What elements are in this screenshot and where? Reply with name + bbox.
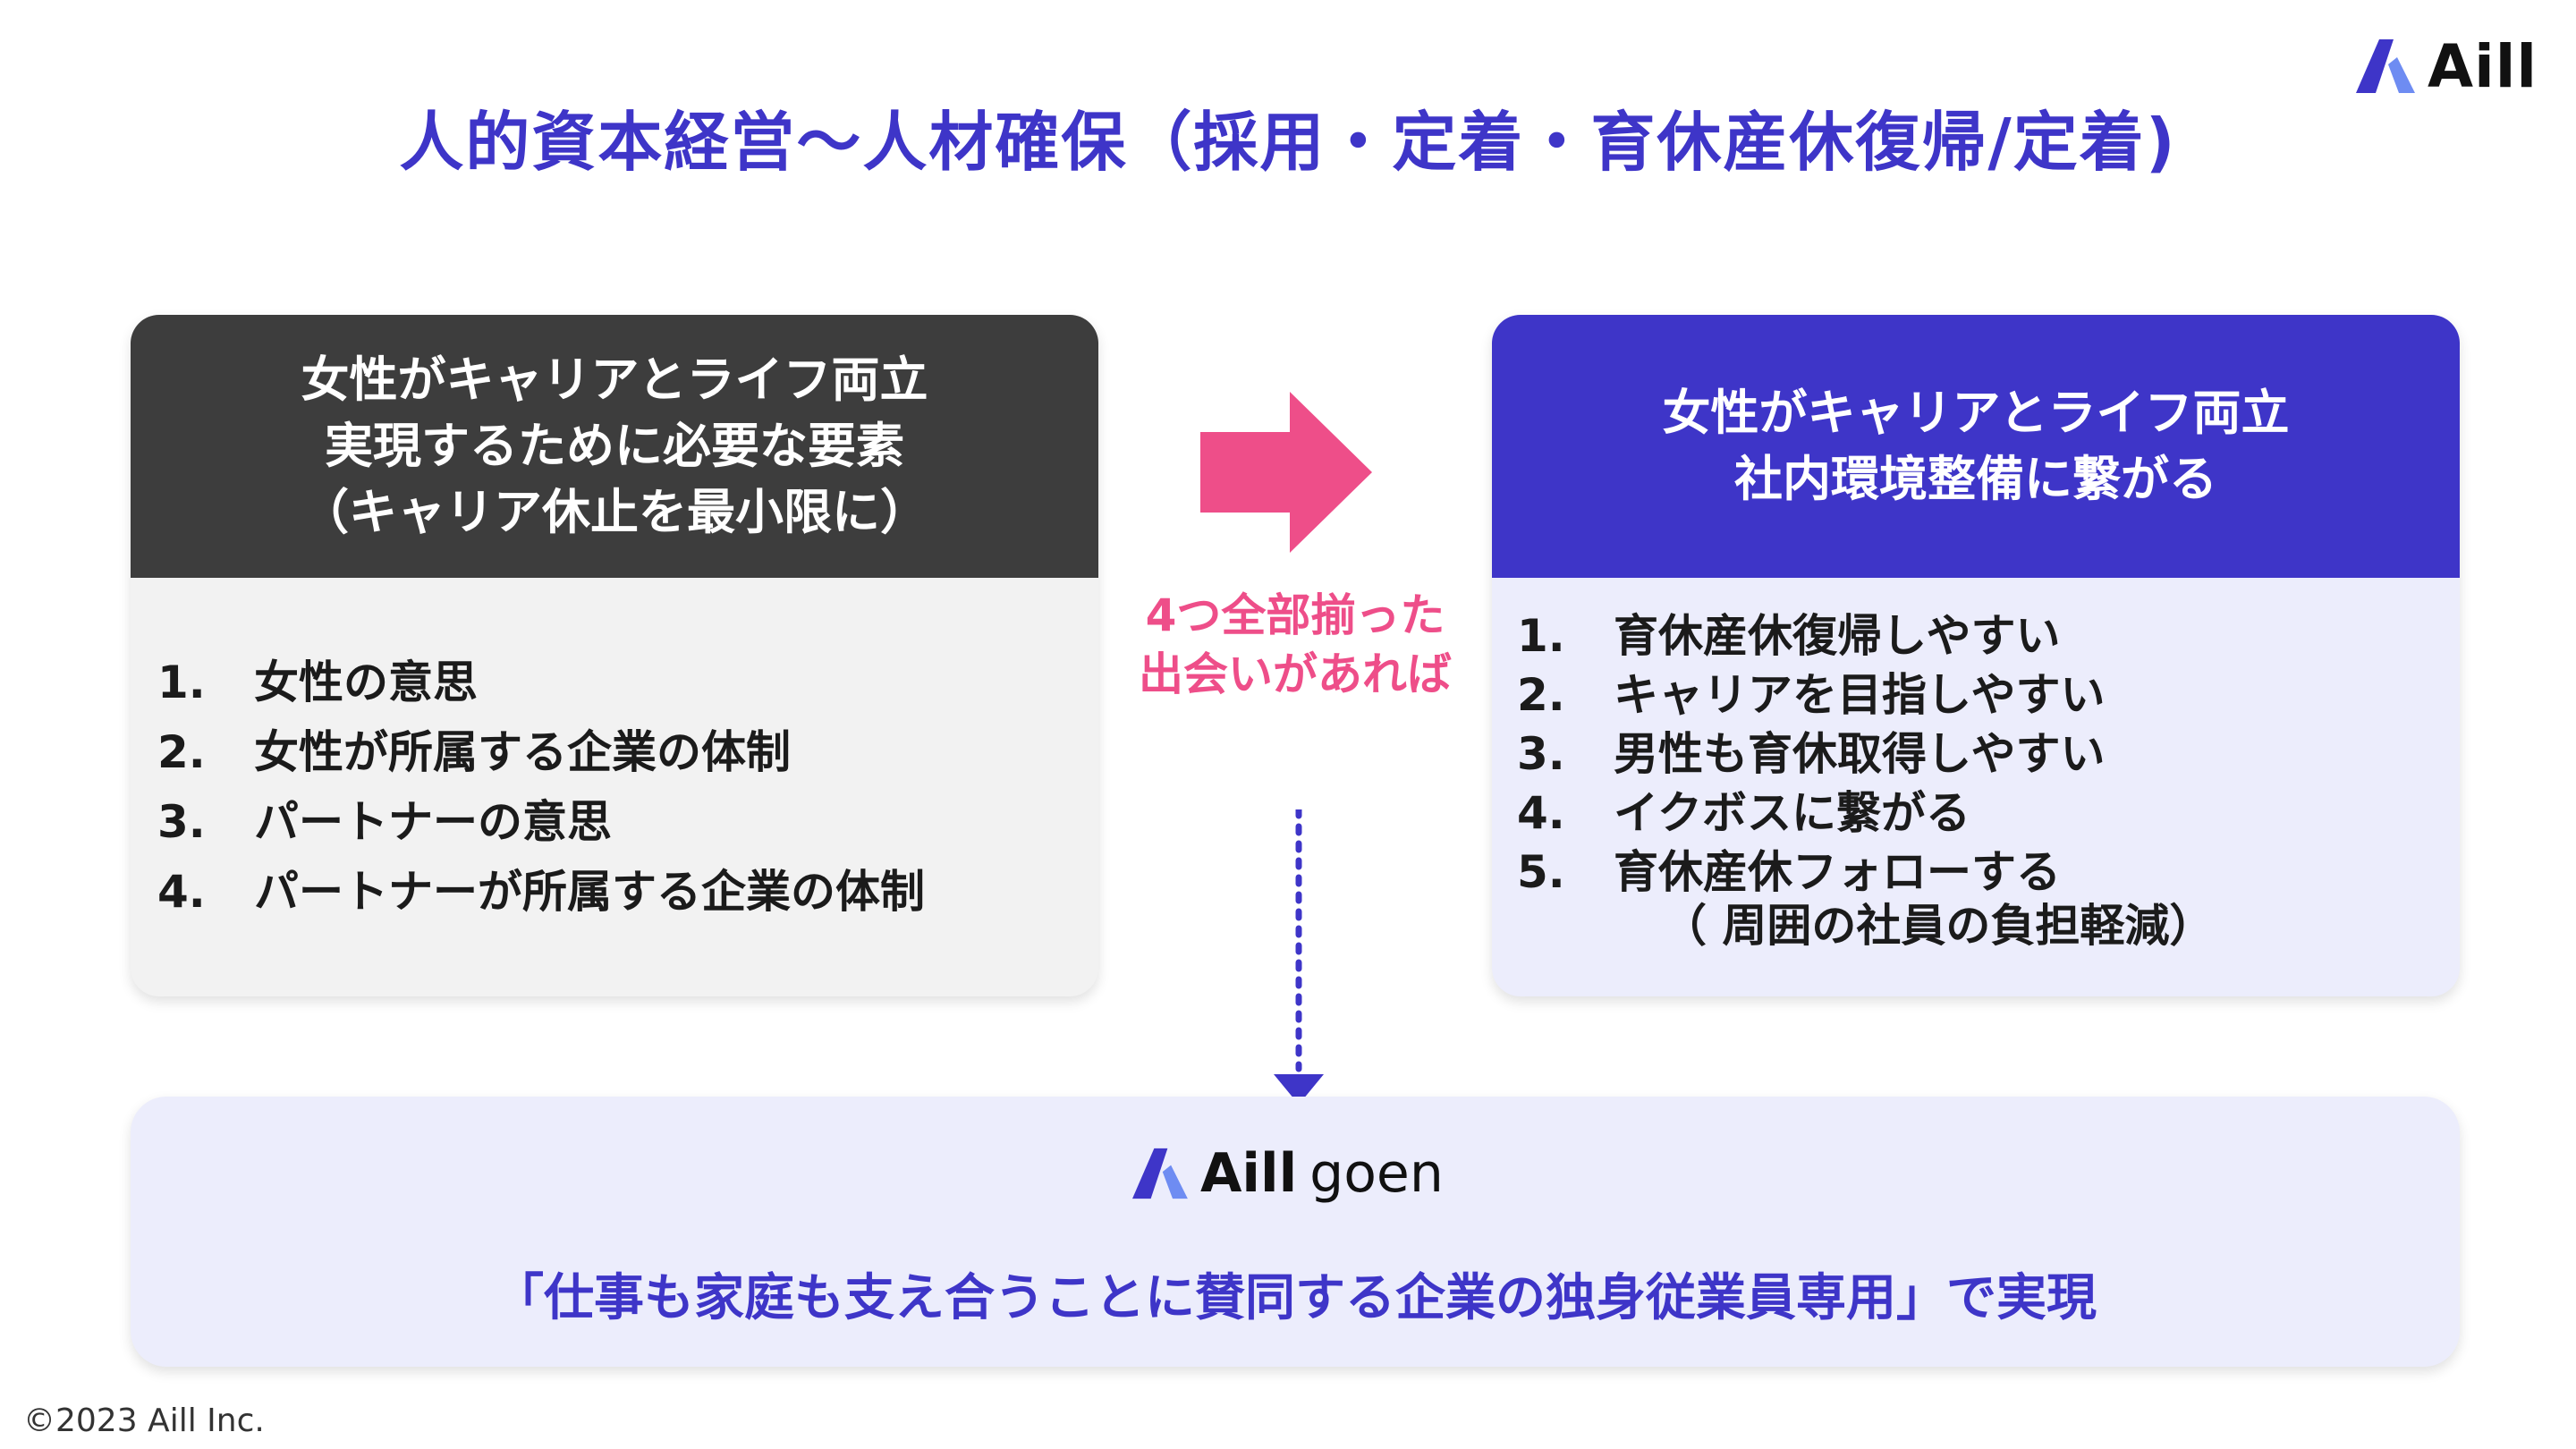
item-text: 女性が所属する企業の体制 [254, 726, 791, 778]
item-text: イクボスに繋がる [1614, 787, 1970, 839]
requirements-list: 1. 女性の意思 2. 女性が所属する企業の体制 3. パートナーの意思 4. パートナ… [157, 648, 925, 927]
list-note: （ 周囲の社員の負担軽減） [1662, 900, 2215, 952]
outcomes-card-header: 女性がキャリアとライフ両立 社内環境整備に繋がる [1492, 315, 2460, 578]
header-line: 女性がキャリアとライフ両立 [1662, 385, 2290, 441]
item-number: 3. [1517, 728, 1565, 780]
copyright: ©2023 Aill Inc. [23, 1402, 265, 1439]
header-line: 社内環境整備に繋がる [1734, 451, 2217, 507]
aill-logo-icon [1129, 1147, 1190, 1200]
item-number: 4. [157, 866, 206, 918]
item-text: 男性も育休取得しやすい [1614, 728, 2106, 780]
requirements-card-header: 女性がキャリアとライフ両立 実現するために必要な要素 （キャリア休止を最小限に） [131, 315, 1098, 578]
goen-logo-text: goen [1309, 1142, 1444, 1205]
item-text: 育休産休復帰しやすい [1614, 610, 2061, 662]
item-number: 5. [1517, 846, 1565, 898]
item-number: 3. [157, 796, 206, 848]
item-text: 女性の意思 [254, 657, 478, 708]
list-item: 5. 育休産休フォローする [1517, 843, 2106, 902]
item-text: パートナーが所属する企業の体制 [254, 866, 925, 918]
outcomes-card: 女性がキャリアとライフ両立 社内環境整備に繋がる 1. 育休産休復帰しやすい 2.… [1492, 315, 2460, 996]
caption-line: 4つ全部揃った [1145, 589, 1445, 641]
requirements-card: 女性がキャリアとライフ両立 実現するために必要な要素 （キャリア休止を最小限に）… [131, 315, 1098, 996]
header-line: 実現するために必要な要素 [325, 418, 904, 474]
list-item: 2. 女性が所属する企業の体制 [157, 717, 925, 787]
aill-logo-icon [2352, 38, 2417, 95]
item-number: 2. [157, 726, 206, 778]
header-line: （キャリア休止を最小限に） [301, 484, 928, 540]
aill-logo-text: Aill [2428, 31, 2538, 101]
aill-logo: Aill [2352, 31, 2558, 101]
list-item: 3. 男性も育休取得しやすい [1517, 724, 2106, 784]
list-item: 2. キャリアを目指しやすい [1517, 665, 2106, 724]
list-item: 1. 女性の意思 [157, 648, 925, 717]
item-number: 2. [1517, 669, 1565, 721]
item-number: 4. [1517, 787, 1565, 839]
list-item: 1. 育休産休復帰しやすい [1517, 606, 2106, 665]
dotted-down-arrow-icon [1274, 806, 1324, 1108]
aill-goen-logo: Aill goen [1129, 1138, 1444, 1209]
item-text: 育休産休フォローする [1614, 846, 2061, 898]
slide-title: 人的資本経営〜人材確保（採用・定着・育休産休復帰/定着) [399, 105, 2177, 180]
list-item: 4. パートナーが所属する企業の体制 [157, 857, 925, 927]
item-number: 1. [1517, 610, 1565, 662]
item-text: キャリアを目指しやすい [1614, 669, 2106, 721]
aill-goen-banner: Aill goen 「仕事も家庭も支え合うことに賛同する企業の独身従業員専用」で… [131, 1097, 2460, 1367]
list-item: 3. パートナーの意思 [157, 787, 925, 857]
banner-text: 「仕事も家庭も支え合うことに賛同する企業の独身従業員専用」で実現 [494, 1269, 2097, 1327]
header-line: 女性がキャリアとライフ両立 [301, 352, 928, 408]
caption-line: 出会いがあれば [1139, 648, 1452, 700]
list-item: 4. イクボスに繋がる [1517, 784, 2106, 843]
item-text: パートナーの意思 [254, 796, 612, 848]
aill-logo-text: Aill [1200, 1142, 1298, 1205]
outcomes-list: 1. 育休産休復帰しやすい 2. キャリアを目指しやすい 3. 男性も育休取得しやすい… [1517, 606, 2106, 902]
item-number: 1. [157, 657, 206, 708]
middle-caption: 4つ全部揃った 出会いがあれば [1107, 586, 1483, 704]
right-arrow-icon [1200, 392, 1372, 556]
